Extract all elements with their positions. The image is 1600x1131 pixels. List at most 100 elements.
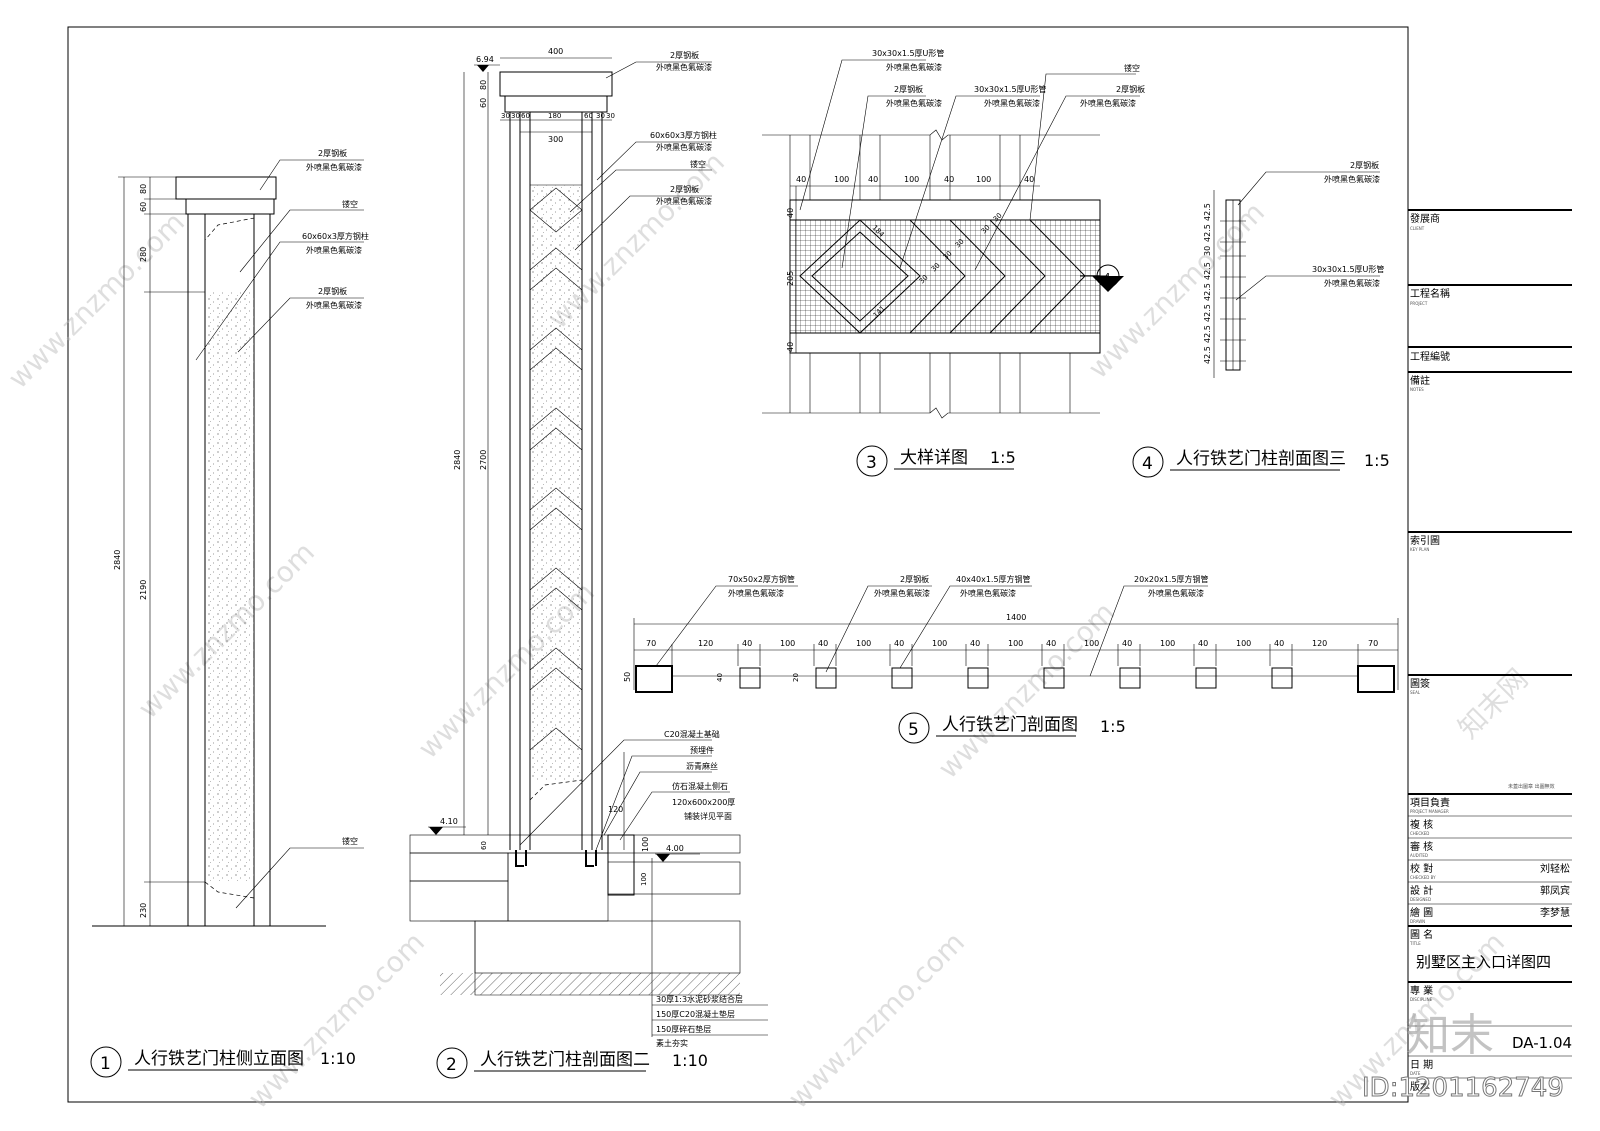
tb-drawing-number: DA-1.04 (1512, 1034, 1572, 1052)
note-label: 30厚1:3水泥砂浆结合层 (656, 994, 743, 1004)
dim-text: 30 (511, 112, 520, 120)
dim-text: 40 (818, 639, 828, 648)
tb-title-en: TITLE (1409, 941, 1421, 946)
watermark-text: www.znzmo.com (2, 206, 191, 395)
tb-drawing-title: 别墅区主入口详图四 (1416, 953, 1551, 971)
tb-row-en: CHECKED (1410, 831, 1429, 836)
dim-text: 120 (698, 639, 713, 648)
tb-discipline-label: 專 業 (1410, 984, 1433, 997)
dim-text: 42.5 (1203, 325, 1212, 343)
dim-text: 80 (139, 184, 148, 194)
dim-text: 30 (942, 249, 954, 261)
dim-text: 42.5 (1203, 262, 1212, 280)
view-title: 人行铁艺门柱剖面图三 (1176, 449, 1346, 469)
tb-discipline-en: DISCIPLINE (1410, 997, 1433, 1002)
dim-text: 40 (970, 639, 980, 648)
view-scale: 1:10 (320, 1049, 356, 1068)
dim-text: 30 (501, 112, 510, 120)
dim-text: 120 (608, 805, 623, 814)
dim-text: 40 (1274, 639, 1284, 648)
tb-row-label: 校 對 (1410, 862, 1433, 875)
title-block: 發展商 CLIENT 工程名稱 PROJECT 工程編號 備註 NOTES 索引… (1362, 27, 1572, 1104)
tb-seal-label: 圖簽 (1410, 677, 1430, 690)
note-label: 镂空 (1124, 63, 1140, 73)
dim-text: 30 (606, 112, 615, 120)
note-label: 镂空 (342, 836, 358, 846)
note-label: 120x600x200厚 (672, 798, 735, 807)
dim-text: 40 (786, 208, 795, 218)
note-label: 外喷黑色氟碳漆 (886, 62, 942, 72)
note-label: 2厚钢板 (900, 574, 929, 584)
note-label: 150厚碎石垫层 (656, 1024, 711, 1034)
tb-project-no-label: 工程編號 (1410, 350, 1450, 363)
dim-text: 205 (786, 271, 795, 286)
tb-row-en: DRAWN (1410, 919, 1425, 924)
dim-text: 60 (584, 112, 593, 120)
note-label: 素土夯实 (656, 1038, 688, 1048)
dim-text: 100 (856, 639, 871, 648)
view-2-section: 4.10 4.00 6.94 400 30 30 60 180 60 30 30… (409, 47, 768, 1079)
dim-text: 120 (1312, 639, 1327, 648)
dim-text: 42.5 (1203, 346, 1212, 364)
note-label: 30x30x1.5厚U形管 (1312, 264, 1384, 274)
dim-text: 30 (992, 211, 1004, 223)
dim-text: 40 (1122, 639, 1132, 648)
note-label: 60x60x3厚方钢柱 (650, 130, 717, 140)
view-number-circle (856, 445, 888, 477)
note-label: 20x20x1.5厚方钢管 (1134, 574, 1209, 584)
dim-text: 30 (918, 273, 930, 285)
note-label: 外喷黑色氟碳漆 (1080, 98, 1136, 108)
dim-text: 100 (1084, 639, 1099, 648)
dim-text: 40 (1024, 175, 1034, 184)
elevation-label: 4.00 (666, 844, 684, 853)
dim-text: 230 (139, 903, 148, 918)
watermark-text: www.znzmo.com (242, 926, 431, 1115)
note-label: 2厚钢板 (894, 84, 923, 94)
note-label: 30x30x1.5厚U形管 (872, 48, 944, 58)
dim-text: 40 (716, 673, 724, 682)
note-label: 30x30x1.5厚U形管 (974, 84, 1046, 94)
dim-text: 180 (548, 112, 561, 120)
tb-stamp-note: 未蓋出圖章 出圖無效 (1508, 783, 1555, 790)
note-label: 外喷黑色氟碳漆 (306, 245, 362, 255)
dim-text: 400 (548, 47, 563, 56)
tb-notes-en: NOTES (1410, 387, 1424, 392)
note-label: 150厚C20混凝土垫层 (656, 1009, 735, 1019)
note-label: 外喷黑色氟碳漆 (656, 196, 712, 206)
tb-client-label: 發展商 (1410, 212, 1440, 225)
view-number-circle (90, 1046, 122, 1078)
note-label: 镂空 (690, 159, 706, 169)
note-label: 外喷黑色氟碳漆 (306, 300, 362, 310)
dim-text: 1400 (1006, 613, 1026, 622)
tb-project-label: 工程名稱 (1410, 287, 1450, 300)
dim-text: 20 (792, 673, 800, 682)
dim-text: 30 (1203, 246, 1212, 256)
tb-title-label: 圖 名 (1410, 928, 1433, 941)
dim-text: 40 (944, 175, 954, 184)
dim-text: 100 (1236, 639, 1251, 648)
tb-date-en: DATE (1410, 1071, 1421, 1076)
note-label: 2厚钢板 (1116, 84, 1145, 94)
dim-text: 2190 (139, 580, 148, 600)
dim-text: 100 (640, 873, 648, 886)
note-label: 60x60x3厚方钢柱 (302, 231, 369, 241)
dim-text: 40 (1198, 639, 1208, 648)
note-label: 外喷黑色氟碳漆 (886, 98, 942, 108)
view-3-detail: 40 100 40 100 40 100 40 40 205 40 184 30… (762, 48, 1145, 477)
dim-text: 100 (780, 639, 795, 648)
view-scale: 1:5 (990, 448, 1016, 467)
note-label: 外喷黑色氟碳漆 (874, 588, 930, 598)
note-label: 外喷黑色氟碳漆 (960, 588, 1016, 598)
tb-row-label: 繪 圖 (1410, 906, 1433, 919)
dim-text: 60 (139, 202, 148, 212)
tb-seal-en: SEAL (1410, 690, 1421, 695)
view-number: 4 (1142, 454, 1153, 474)
note-label: 外喷黑色氟碳漆 (728, 588, 784, 598)
note-label: 2厚钢板 (1350, 160, 1379, 170)
dim-text: 42.5 (1203, 224, 1212, 242)
tb-row-label: 複 核 (1410, 818, 1433, 831)
dim-text: 100 (834, 175, 849, 184)
dim-text: 300 (548, 135, 563, 144)
view-number-circle (1132, 446, 1164, 478)
note-label: C20混凝土基础 (664, 729, 720, 739)
